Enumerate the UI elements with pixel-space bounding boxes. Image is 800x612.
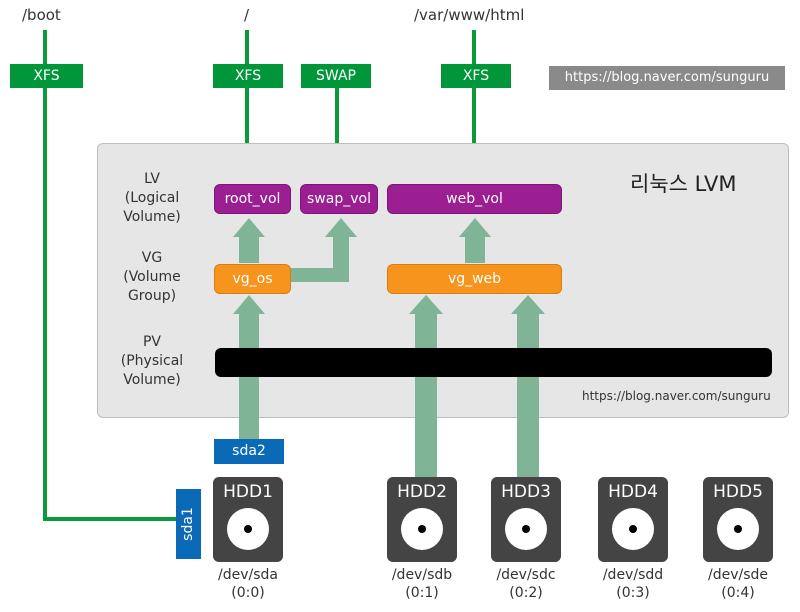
hdd5-label: HDD5 <box>713 482 763 502</box>
arrow-hdd2-shaft <box>415 314 437 479</box>
html-line <box>472 30 476 188</box>
arrow-vgos-root-head <box>233 218 265 237</box>
disk-icon <box>612 508 654 550</box>
lv-root-vol: root_vol <box>214 184 291 214</box>
dev-label-hdd3: /dev/sdc(0:2) <box>496 567 556 601</box>
arrow-vgos-root-shaft <box>239 236 259 263</box>
boot-line <box>43 30 47 521</box>
vg-web: vg_web <box>387 264 562 294</box>
dev-label-hdd5: /dev/sde(0:4) <box>707 567 768 601</box>
hdd4: HDD4 <box>598 477 668 562</box>
arrow-sda2-head <box>233 295 265 314</box>
fs-boot-xfs: XFS <box>10 64 83 88</box>
arrow-hdd3-head <box>511 295 545 314</box>
dev-label-hdd2: /dev/sdb(0:1) <box>391 567 453 601</box>
lv-swap-vol: swap_vol <box>300 184 378 214</box>
boot-line-horizontal <box>43 517 177 521</box>
mount-var-www-html: /var/www/html <box>414 6 525 24</box>
dev-label-hdd4: /dev/sdd(0:3) <box>602 567 664 601</box>
fs-html-xfs: XFS <box>441 64 511 88</box>
arrow-vgos-swap-shaft <box>333 236 349 282</box>
vg-os: vg_os <box>214 264 291 294</box>
disk-icon <box>227 508 269 550</box>
fs-root-xfs: XFS <box>213 64 283 88</box>
hdd1: HDD1 <box>213 477 283 562</box>
panel-title: 리눅스 LVM <box>630 172 737 196</box>
disk-icon <box>717 508 759 550</box>
hdd1-label: HDD1 <box>223 482 273 502</box>
watermark-url-panel: https://blog.naver.com/sunguru <box>582 389 771 403</box>
arrow-hdd2-head <box>409 295 443 314</box>
partition-sda2: sda2 <box>214 439 284 464</box>
mount-root: / <box>244 6 250 24</box>
disk-icon <box>401 508 443 550</box>
hdd3-label: HDD3 <box>501 482 551 502</box>
pv-bar <box>215 348 772 377</box>
arrow-hdd3-shaft <box>517 314 539 479</box>
hdd2-label: HDD2 <box>397 482 447 502</box>
root-line <box>245 30 249 188</box>
partition-sda1: sda1 <box>176 489 201 559</box>
hdd3: HDD3 <box>491 477 561 562</box>
partition-sda1-label: sda1 <box>180 507 196 541</box>
arrow-vgweb-web-head <box>459 218 491 237</box>
hdd5: HDD5 <box>703 477 773 562</box>
hdd4-label: HDD4 <box>608 482 658 502</box>
lv-web-vol: web_vol <box>387 184 562 214</box>
watermark-url-top: https://blog.naver.com/sunguru <box>549 66 785 90</box>
dev-label-hdd1: /dev/sda(0:0) <box>218 567 278 601</box>
arrow-vgos-swap-head <box>325 218 357 237</box>
arrow-vgweb-web-shaft <box>465 236 485 263</box>
disk-icon <box>505 508 547 550</box>
swap-line <box>335 88 339 188</box>
fs-swap: SWAP <box>301 64 371 88</box>
mount-boot: /boot <box>22 6 61 24</box>
hdd2: HDD2 <box>387 477 457 562</box>
